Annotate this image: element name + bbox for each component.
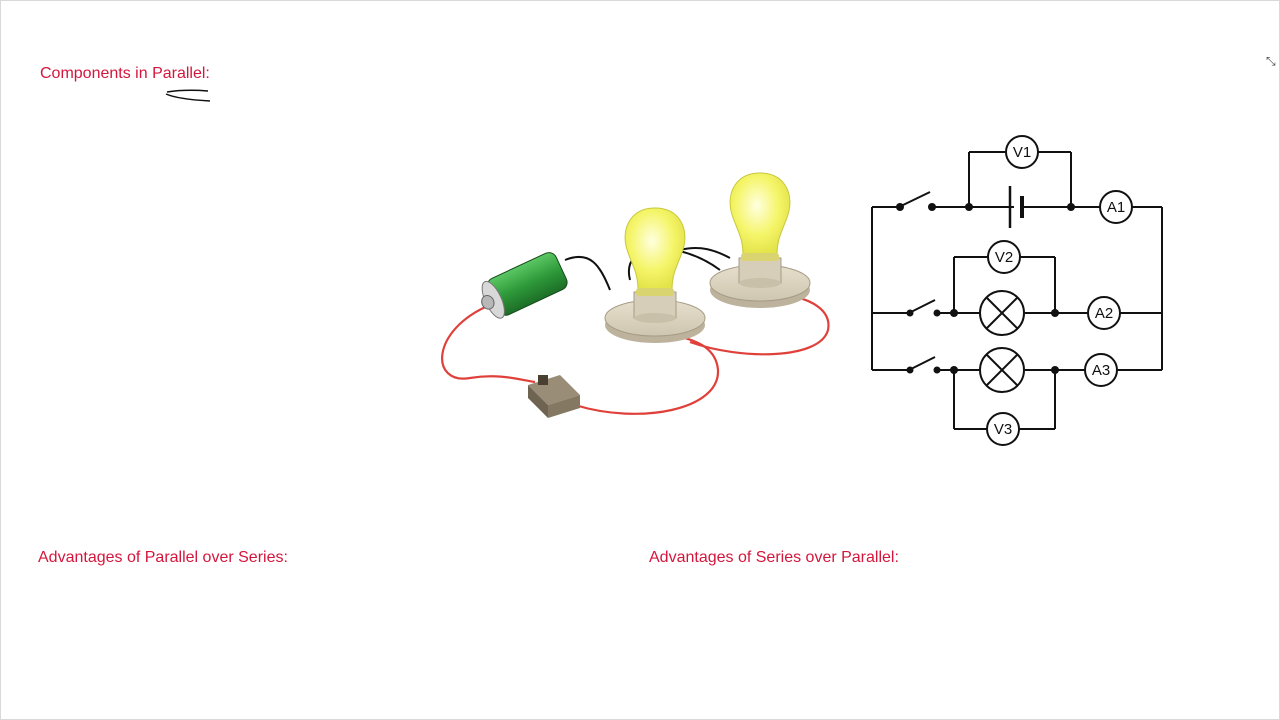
heading-advantages-series-over-parallel: Advantages of Series over Parallel: [649,549,899,566]
resize-diagonal-icon[interactable]: ⤡ [1266,54,1276,68]
heading-components-in-parallel: Components in Parallel: [40,65,210,82]
handwritten-underline [165,89,211,102]
heading-advantages-parallel-over-series: Advantages of Parallel over Series: [38,549,288,566]
